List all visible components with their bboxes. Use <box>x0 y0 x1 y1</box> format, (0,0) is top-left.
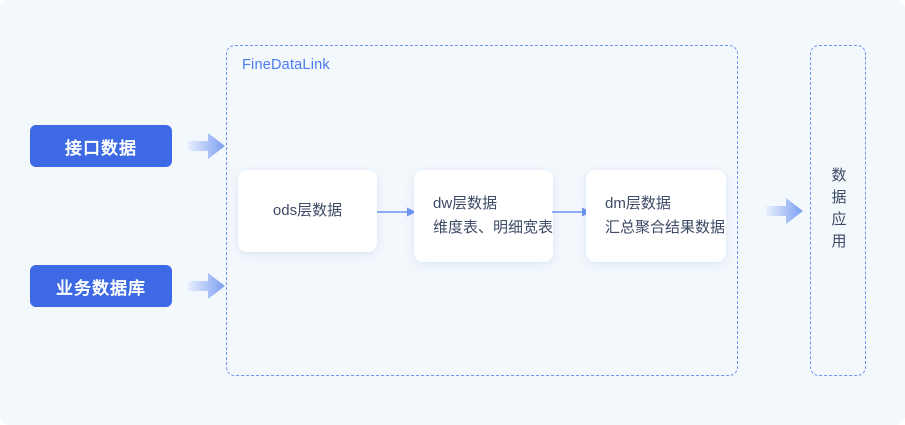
source-node-database-label: 业务数据库 <box>56 278 146 298</box>
data-application-container: 数据应用 <box>810 45 866 376</box>
arrow-right-icon-ods-to-dw <box>377 205 417 217</box>
source-node-api[interactable]: 接口数据 <box>30 125 172 167</box>
arrow-right-icon-api-to-container <box>188 131 226 161</box>
layer-card-dm[interactable]: dm层数据 汇总聚合结果数据 <box>586 170 726 262</box>
layer-card-dm-line-2: 汇总聚合结果数据 <box>605 219 726 236</box>
layer-card-dm-line-1: dm层数据 <box>605 194 671 212</box>
arrow-right-icon-database-to-container <box>188 271 226 301</box>
data-application-label: 数据应用 <box>829 166 847 255</box>
finedatalink-title: FineDataLink <box>242 57 330 73</box>
finedatalink-container <box>226 45 738 376</box>
arrow-right-icon-container-to-application <box>766 196 804 226</box>
layer-card-ods-line-1: ods层数据 <box>272 201 343 219</box>
layer-card-ods[interactable]: ods层数据 <box>238 170 377 252</box>
layer-card-dw-line-2: 维度表、明细宽表 <box>433 219 554 236</box>
source-node-database[interactable]: 业务数据库 <box>30 265 172 307</box>
source-node-api-label: 接口数据 <box>65 138 137 158</box>
layer-card-dw[interactable]: dw层数据 维度表、明细宽表 <box>414 170 553 262</box>
layer-card-dw-line-1: dw层数据 <box>433 194 498 212</box>
